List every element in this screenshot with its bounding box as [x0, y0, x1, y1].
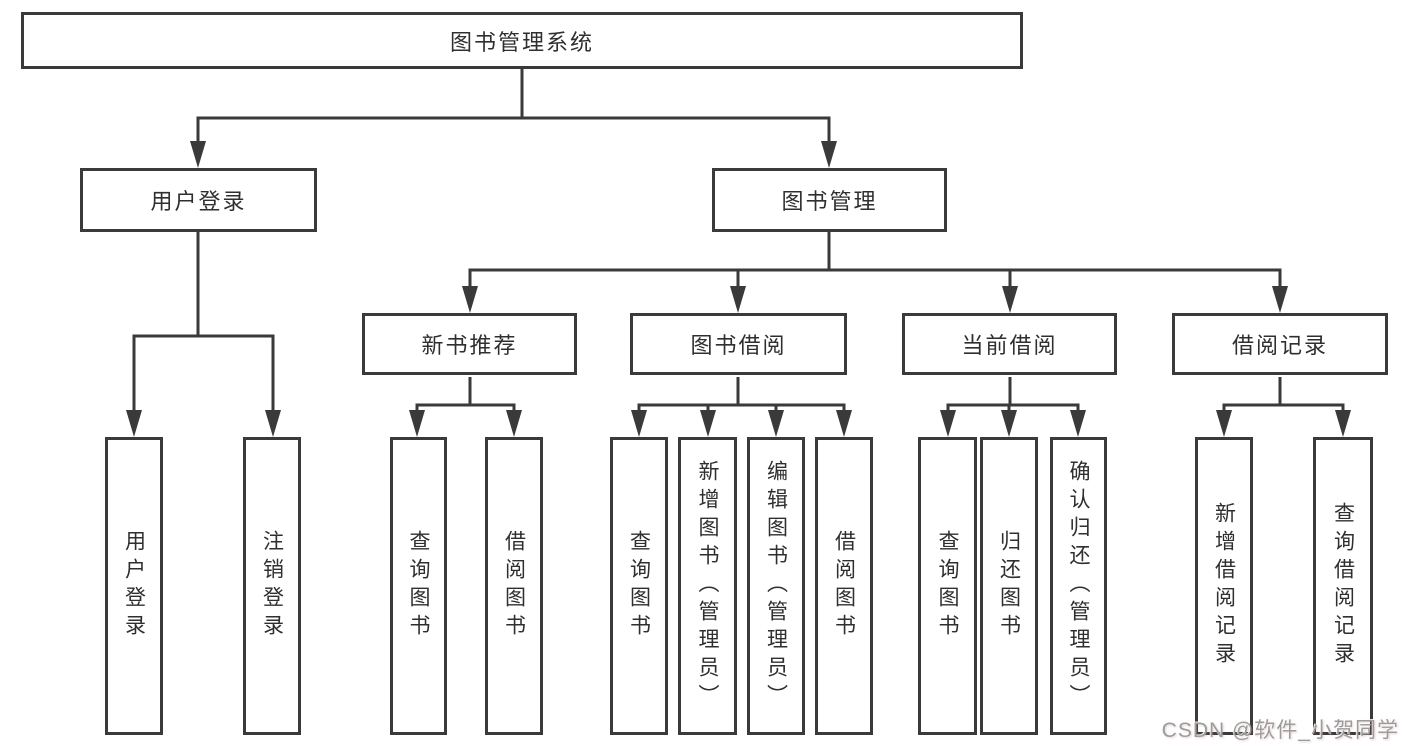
- connector-bookmgmt-to-level3: [468, 232, 1282, 300]
- leaf-query-borrow-record: 查询借阅记录: [1313, 437, 1373, 735]
- leaf-add-book-admin: 新增图书（管理员）: [678, 437, 737, 735]
- leaf-borrow-books-borrow: 借阅图书: [815, 437, 873, 735]
- leaf-confirm-return-admin: 确认归还（管理员）: [1050, 437, 1107, 735]
- connector-userlogin-group: [132, 232, 275, 420]
- node-book-management: 图书管理: [712, 168, 947, 232]
- node-book-borrow: 图书借阅: [630, 313, 847, 375]
- node-borrow-records: 借阅记录: [1172, 313, 1388, 375]
- leaf-borrow-books-newbook: 借阅图书: [485, 437, 543, 735]
- node-library-management-system: 图书管理系统: [21, 12, 1023, 69]
- connector-currentborrow-group: [946, 377, 1080, 420]
- leaf-query-books-current: 查询图书: [918, 437, 977, 735]
- leaf-return-book: 归还图书: [980, 437, 1038, 735]
- leaf-query-books-newbook: 查询图书: [390, 437, 447, 735]
- leaf-logout-login: 注销登录: [243, 437, 301, 735]
- leaf-query-books-borrow: 查询图书: [610, 437, 668, 735]
- leaf-add-borrow-record: 新增借阅记录: [1195, 437, 1253, 735]
- connector-records-group: [1222, 377, 1345, 420]
- node-user-login: 用户登录: [80, 168, 317, 232]
- node-new-book-recommend: 新书推荐: [362, 313, 577, 375]
- leaf-user-login: 用户登录: [105, 437, 163, 735]
- csdn-watermark: CSDN @软件_小贺同学: [1161, 719, 1399, 742]
- connector-newbook-group: [415, 377, 516, 420]
- leaf-edit-book-admin: 编辑图书（管理员）: [747, 437, 805, 735]
- connector-root-to-level2: [196, 69, 831, 150]
- node-current-borrow: 当前借阅: [902, 313, 1117, 375]
- connector-bookborrow-group: [637, 377, 846, 420]
